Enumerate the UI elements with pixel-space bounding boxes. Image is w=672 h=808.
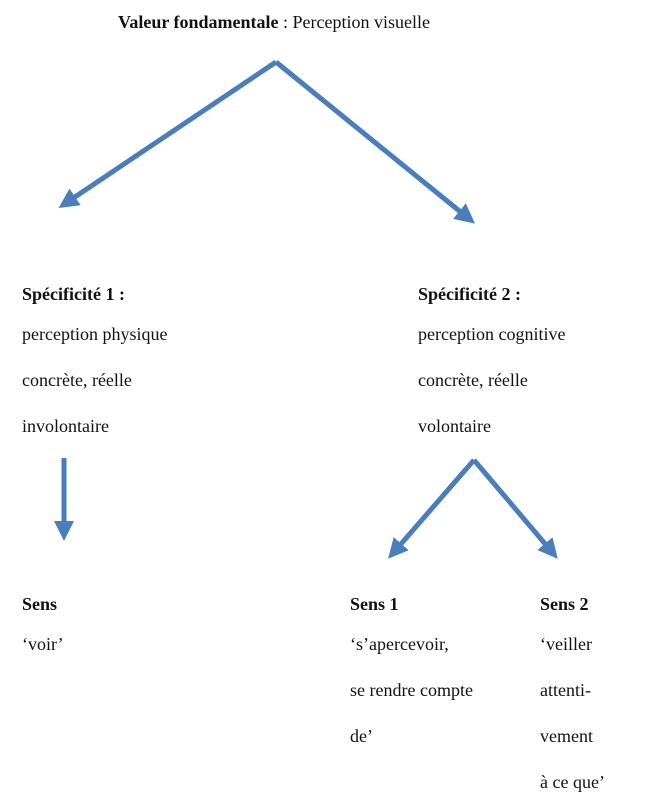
sens2-title: Sens 2 [540,594,589,614]
spec1-line-1: perception physique [22,324,168,344]
spec2-line-3: volontaire [418,416,491,436]
sens2-line-2: attenti- [540,680,591,700]
arrow-spec2-to-sens2 [472,458,558,559]
sens2-line-4: à ce que’ [540,772,605,792]
root-label-bold: Valeur fondamentale [118,12,279,32]
sens1-title: Sens 1 [350,594,399,614]
sens-title: Sens [22,594,58,614]
sens1-line-2: se rendre compte [350,680,473,700]
sens2-line-3: vement [540,726,593,746]
sens2-line-1: ‘veiller [540,634,592,654]
spec1-title: Spécificité 1 : [22,284,125,304]
spec1-line-3: involontaire [22,416,109,436]
sens1-line-1: ‘s’apercevoir, [350,634,449,654]
root-label-rest: : Perception visuelle [278,12,430,32]
spec2-line-2: concrète, réelle [418,370,528,390]
arrow-root-to-spec2 [274,60,475,224]
sens1-line-3: de’ [350,726,373,746]
arrow-spec2-to-sens1 [388,458,476,559]
spec2-line-1: perception cognitive [418,324,566,344]
arrow-root-to-spec1 [58,59,278,209]
spec1-line-2: concrète, réelle [22,370,132,390]
sens-line-1: ‘voir’ [22,634,64,654]
root-node: Valeur fondamentale : Perception visuell… [118,12,430,32]
spec2-title: Spécificité 2 : [418,284,521,304]
